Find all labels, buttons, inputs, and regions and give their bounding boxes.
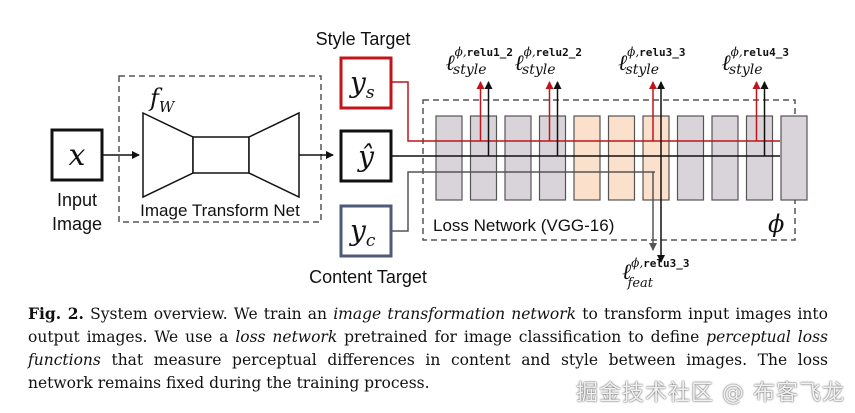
input-image: x — [50, 128, 104, 182]
vgg-layer-block — [538, 115, 567, 201]
caption-emphasis: perceptual loss functions — [28, 328, 828, 369]
watermark: 掘金技术社区 @ 布客飞龙 — [576, 381, 845, 406]
transform-net-box — [118, 75, 322, 223]
vgg-layer-block — [745, 115, 774, 201]
caption-text: to transform input images into output im… — [28, 305, 828, 346]
vgg-layer-block — [435, 115, 463, 201]
loss-arrows — [476, 81, 769, 263]
caption-text: pretrained for image classification to d… — [337, 328, 707, 346]
vgg-layer-block — [504, 115, 532, 201]
output-symbol: ŷ — [356, 140, 375, 173]
caption-text: that measure perceptual differences in c… — [28, 351, 828, 392]
style-target-label: Style Target — [316, 29, 411, 49]
content-target-symbol: yc — [348, 214, 376, 251]
style-target-box — [339, 56, 393, 110]
transform-net-label: Image Transform Net — [140, 201, 300, 220]
caption-text: System overview. We train an — [83, 305, 334, 323]
loss-network-symbol: ϕ — [768, 210, 784, 238]
style-target-symbol: ys — [348, 66, 375, 103]
system-overview-diagram: x Input Image fW Image Transform Net Sty… — [50, 29, 808, 291]
input-symbol: x — [69, 138, 86, 173]
vgg-layer-block — [607, 115, 636, 201]
content-feed-line — [391, 171, 655, 232]
encoder-shape — [142, 111, 194, 199]
content-target-label: Content Target — [309, 267, 427, 287]
vgg-layer-block — [469, 115, 498, 201]
style-feed-line — [391, 81, 780, 142]
figure-caption: Fig. 2. System overview. We train an ima… — [28, 302, 828, 395]
vgg-layer-block — [642, 115, 670, 201]
vgg-layer-block — [711, 115, 739, 201]
input-label-line2: Image — [52, 214, 102, 234]
vgg-layer-block — [780, 115, 808, 201]
decoder-shape — [248, 111, 300, 199]
caption-emphasis: loss network — [235, 328, 338, 346]
caption-emphasis: image transformation network — [333, 305, 577, 323]
bottleneck-shape — [192, 136, 250, 174]
transform-net-symbol: fW — [148, 84, 176, 116]
vgg-layer-block — [573, 115, 601, 201]
output-image-box — [339, 129, 393, 183]
vgg-layer-block — [676, 115, 705, 201]
figure-label: Fig. 2. — [28, 304, 84, 323]
input-label-line1: Input — [57, 190, 97, 210]
loss-network-label: Loss Network (VGG-16) — [433, 216, 614, 235]
vgg-layers — [435, 115, 808, 201]
